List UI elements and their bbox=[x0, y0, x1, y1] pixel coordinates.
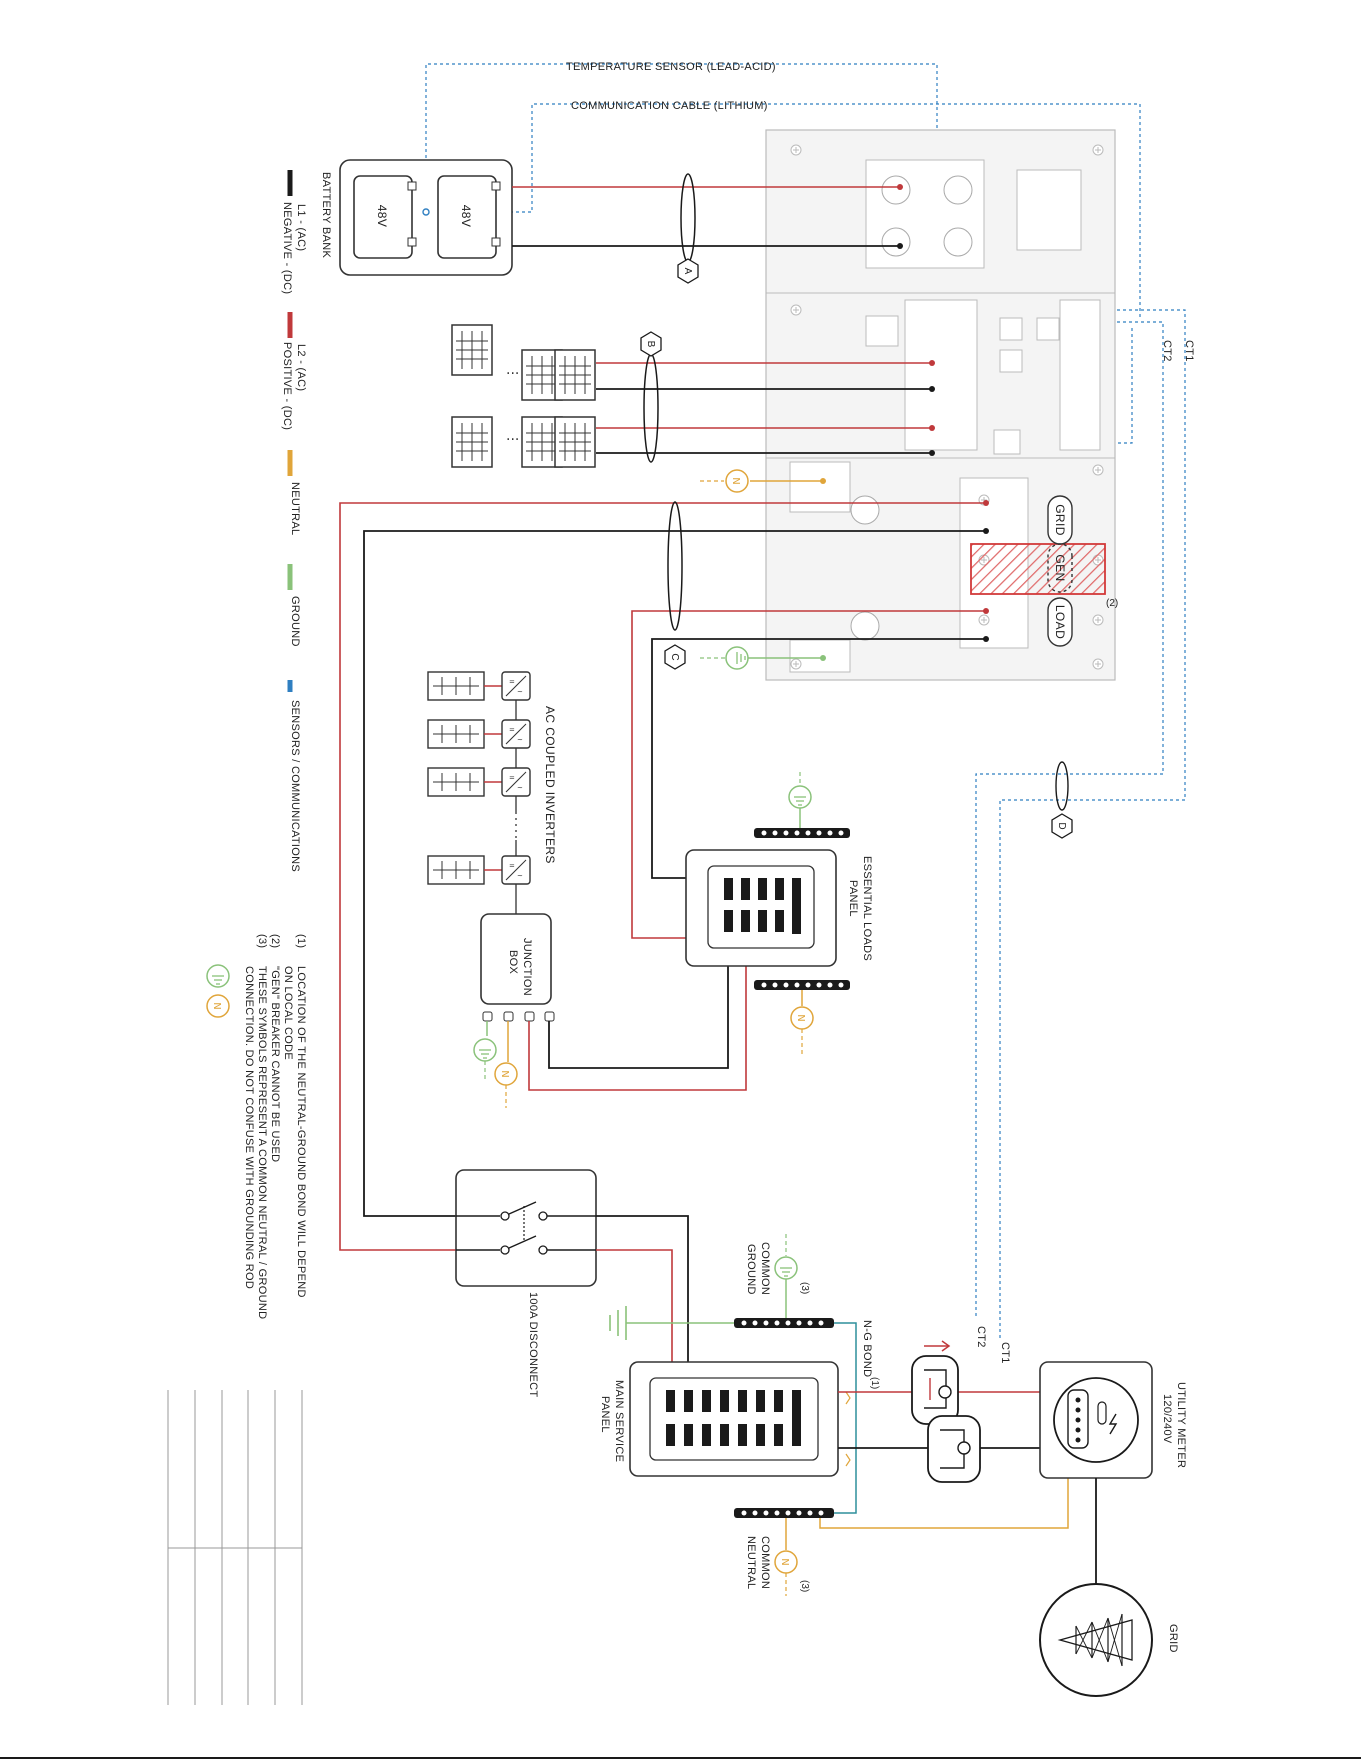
ct1-label-top: CT1 bbox=[1183, 340, 1195, 362]
note-ref-2: (2) bbox=[1106, 598, 1118, 609]
junction-box-line2: BOX bbox=[507, 950, 519, 974]
ct1-label-bottom: CT1 bbox=[999, 1342, 1011, 1364]
ground-symbol-essential bbox=[788, 772, 812, 828]
ct1-clamp bbox=[927, 1415, 981, 1483]
marker-a: A bbox=[677, 258, 699, 284]
svg-text:N: N bbox=[730, 477, 741, 484]
legend-4-line1: GROUND bbox=[289, 596, 301, 647]
note-3-num: (3) bbox=[256, 934, 268, 948]
svg-text:N: N bbox=[499, 1070, 510, 1077]
common-ground-ref: (3) bbox=[799, 1282, 810, 1294]
temp-sensor-label: TEMPERATURE SENSOR (LEAD-ACID) bbox=[566, 61, 776, 73]
disconnect-switch bbox=[455, 1169, 597, 1287]
meter-label-line2: 120/240V bbox=[1161, 1394, 1173, 1444]
ct2-label-top: CT2 bbox=[1161, 340, 1173, 362]
grid-tower-icon bbox=[1039, 1583, 1153, 1697]
essential-panel-line1: ESSENTIAL LOADS bbox=[861, 856, 873, 961]
essential-panel-line2: PANEL bbox=[847, 880, 859, 917]
legend-5-line1: SENSORS / COMMUNICATIONS bbox=[289, 700, 301, 872]
battery-1-voltage: 48V bbox=[375, 205, 389, 228]
legend-3-line1: NEUTRAL bbox=[289, 482, 301, 535]
common-ground-line1: COMMON bbox=[759, 1242, 771, 1295]
note-3-line2: CONNECTION. DO NOT CONFUSE WITH GROUNDIN… bbox=[243, 966, 255, 1289]
note-2-line1: "GEN" BREAKER CANNOT BE USED bbox=[269, 966, 281, 1162]
svg-text:N: N bbox=[211, 1002, 222, 1009]
svg-text:B: B bbox=[645, 341, 656, 348]
note-1-line1: LOCATION OF THE NEUTRAL-GROUND BOND WILL… bbox=[295, 966, 307, 1298]
load-port-label: LOAD bbox=[1053, 605, 1067, 639]
disconnect-label: 100A DISCONNECT bbox=[527, 1292, 539, 1397]
solar-arrays: ··· ··· bbox=[451, 324, 596, 468]
ground-symbol-inverter bbox=[725, 646, 749, 670]
essential-loads-panel bbox=[685, 849, 837, 967]
ct2-label-bottom: CT2 bbox=[975, 1326, 987, 1348]
svg-text:N: N bbox=[779, 1558, 790, 1565]
notes-symbols: N bbox=[206, 964, 230, 1018]
ground-symbol-jb bbox=[473, 1038, 497, 1062]
ac-coupled-label: AC COUPLED INVERTERS bbox=[543, 706, 557, 864]
legend-1-line2: NEGATIVE - (DC) bbox=[281, 202, 293, 294]
hybrid-inverter bbox=[765, 129, 1116, 681]
battery-bank-label: BATTERY BANK bbox=[320, 172, 332, 258]
marker-d: D bbox=[1051, 813, 1073, 839]
gen-port-label: GEN bbox=[1053, 554, 1067, 581]
legend-2-line2: POSITIVE - (DC) bbox=[281, 342, 293, 430]
neutral-symbol-essential: N bbox=[790, 990, 814, 1056]
ng-bond-sup: (1) bbox=[869, 1377, 880, 1389]
battery-bank bbox=[339, 159, 513, 276]
note-3-line1: THESE SYMBOLS REPRESENT A COMMON NEUTRAL… bbox=[256, 966, 268, 1319]
marker-b: B bbox=[640, 331, 662, 357]
ng-bond-label: N-G BOND bbox=[861, 1320, 873, 1377]
common-neutral-line2: NEUTRAL bbox=[745, 1536, 757, 1589]
utility-meter bbox=[1039, 1361, 1153, 1479]
note-1-num: (1) bbox=[295, 934, 307, 948]
comm-cable-label: COMMUNICATION CABLE (LITHIUM) bbox=[571, 100, 768, 112]
grounding-rod bbox=[609, 1306, 734, 1340]
svg-text:N: N bbox=[795, 1014, 806, 1021]
svg-text:A: A bbox=[682, 268, 693, 275]
legend-1-line1: L1 - (AC) bbox=[295, 204, 307, 251]
grid-port-label: GRID bbox=[1053, 504, 1067, 536]
neutral-symbol-inverter: N bbox=[725, 469, 749, 493]
common-neutral-line1: COMMON bbox=[759, 1536, 771, 1589]
svg-text:···: ··· bbox=[506, 366, 519, 382]
svg-text:C: C bbox=[669, 653, 680, 660]
marker-c: C bbox=[664, 644, 686, 670]
common-neutral-bar bbox=[734, 1508, 834, 1518]
ct2-clamp bbox=[911, 1355, 959, 1425]
ac-coupled-array bbox=[427, 671, 531, 914]
common-ground-line2: GROUND bbox=[745, 1244, 757, 1295]
grid-label: GRID bbox=[1167, 1624, 1179, 1653]
note-1-line2: ON LOCAL CODE bbox=[282, 966, 294, 1060]
neutral-symbol-common: N bbox=[774, 1518, 798, 1596]
essential-neutral-bar bbox=[754, 980, 850, 990]
svg-text:D: D bbox=[1056, 822, 1067, 829]
title-block bbox=[0, 1390, 1361, 1759]
battery-2-voltage: 48V bbox=[459, 205, 473, 228]
essential-ground-bar bbox=[754, 828, 850, 838]
meter-label-line1: UTILITY METER bbox=[1175, 1382, 1187, 1468]
junction-box-line1: JUNCTION bbox=[521, 938, 533, 996]
main-panel-line1: MAIN SERVICE bbox=[613, 1380, 625, 1462]
ground-symbol-common bbox=[774, 1234, 798, 1318]
svg-text:···: ··· bbox=[506, 432, 519, 448]
main-panel-line2: PANEL bbox=[599, 1396, 611, 1433]
main-service-panel bbox=[629, 1361, 839, 1477]
common-neutral-ref: (3) bbox=[799, 1580, 810, 1592]
common-ground-bar bbox=[734, 1318, 834, 1328]
gen-disabled-hatch bbox=[970, 543, 1106, 595]
note-2-num: (2) bbox=[269, 934, 281, 948]
legend-2-line1: L2 - (AC) bbox=[295, 344, 307, 391]
neutral-symbol-jb: N bbox=[494, 1062, 518, 1086]
